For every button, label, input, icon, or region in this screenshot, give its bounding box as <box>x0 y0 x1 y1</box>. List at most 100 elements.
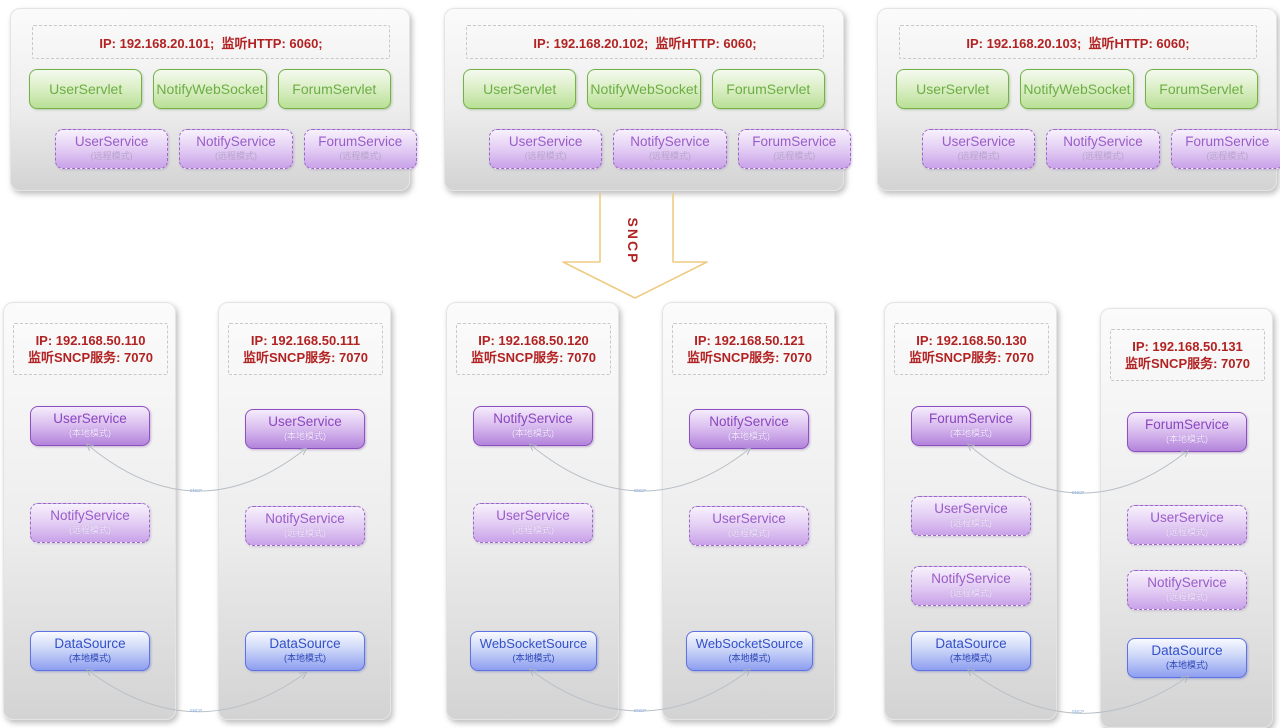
service-mode: (远程模式) <box>950 588 992 598</box>
service-box-userservice-remote: UserService (远程模式) <box>473 503 593 543</box>
http-server-101: IP: 192.168.20.101; 监听HTTP: 6060; UserSe… <box>10 8 417 191</box>
sncp-server-121: IP: 192.168.50.121 监听SNCP服务: 7070 Notify… <box>662 302 835 720</box>
service-name: UserService <box>496 508 570 523</box>
service-name: NotifyService <box>50 508 130 523</box>
service-mode: (本地模式) <box>950 428 992 438</box>
service-box-forumservice-local: ForumService (本地模式) <box>911 406 1031 446</box>
source-mode: (本地模式) <box>950 653 992 663</box>
service-box-notifyservice: NotifyService (远程模式) <box>179 129 293 169</box>
service-name: NotifyService <box>1147 575 1227 590</box>
servlet-label: ForumServlet <box>292 81 377 97</box>
servlet-label: UserServlet <box>49 81 123 97</box>
service-name: NotifyService <box>709 414 789 429</box>
service-box-forumservice: ForumService (远程模式) <box>1170 129 1280 169</box>
source-mode: (本地模式) <box>69 653 111 663</box>
ip-header: IP: 192.168.50.120 监听SNCP服务: 7070 <box>456 323 611 375</box>
servlet-label: UserServlet <box>916 81 990 97</box>
service-box-notifyservice: NotifyService (远程模式) <box>613 129 727 169</box>
servlet-label: ForumServlet <box>1159 81 1244 97</box>
ip-header: IP: 192.168.50.121 监听SNCP服务: 7070 <box>672 323 827 375</box>
service-name: UserService <box>508 134 583 149</box>
servlet-row: UserServlet NotifyWebSocket ForumServlet <box>463 69 825 109</box>
service-mode: (远程模式) <box>512 525 554 535</box>
listen-line: 监听SNCP服务: 7070 <box>909 350 1034 365</box>
service-name: NotifyService <box>931 571 1011 586</box>
connector-label: SNCP <box>190 488 203 493</box>
service-box-userservice-remote: UserService (远程模式) <box>689 506 809 546</box>
service-mode: (本地模式) <box>1166 434 1208 444</box>
service-mode: (本地模式) <box>69 428 111 438</box>
service-box-notifyservice-remote: NotifyService (远程模式) <box>1127 570 1247 610</box>
connector-label: SNCP <box>634 708 647 713</box>
ip-header: IP: 192.168.20.102; 监听HTTP: 6060; <box>466 25 824 59</box>
service-mode: (远程模式) <box>773 151 816 161</box>
service-mode: (远程模式) <box>728 528 770 538</box>
sncp-server-110: IP: 192.168.50.110 监听SNCP服务: 7070 UserSe… <box>3 302 176 720</box>
servlet-box-userservlet: UserServlet <box>896 69 1010 109</box>
service-name: ForumService <box>1144 417 1230 432</box>
http-server-102: IP: 192.168.20.102; 监听HTTP: 6060; UserSe… <box>444 8 851 191</box>
connector-label: SNCP <box>1072 709 1085 714</box>
source-mode: (本地模式) <box>512 653 555 663</box>
service-name: NotifyService <box>196 134 276 149</box>
ip-line: IP: 192.168.50.111 <box>250 333 361 348</box>
listen-line: 监听SNCP服务: 7070 <box>1125 356 1250 371</box>
sncp-server-120: IP: 192.168.50.120 监听SNCP服务: 7070 Notify… <box>446 302 619 720</box>
service-mode: (远程模式) <box>524 151 567 161</box>
service-name: UserService <box>74 134 149 149</box>
service-box-userservice-remote: UserService (远程模式) <box>1127 505 1247 545</box>
service-mode: (远程模式) <box>1166 592 1208 602</box>
ip-header: IP: 192.168.50.131 监听SNCP服务: 7070 <box>1110 329 1265 381</box>
connector-label: SNCP <box>1072 490 1085 495</box>
connector-label: SNCP <box>634 488 647 493</box>
service-mode: (本地模式) <box>728 431 770 441</box>
listen-line: 监听SNCP服务: 7070 <box>243 350 368 365</box>
ip-header: IP: 192.168.50.110 监听SNCP服务: 7070 <box>13 323 168 375</box>
service-name: NotifyService <box>1063 134 1143 149</box>
source-name: WebSocketSource <box>479 636 588 651</box>
service-mode: (远程模式) <box>69 525 111 535</box>
source-box-datasource: DataSource (本地模式) <box>30 631 150 671</box>
service-box-notifyservice-remote: NotifyService (远程模式) <box>911 566 1031 606</box>
servlet-label: UserServlet <box>483 81 557 97</box>
sncp-server-111: IP: 192.168.50.111 监听SNCP服务: 7070 UserSe… <box>218 302 391 720</box>
ip-header-text: IP: 192.168.20.103; 监听HTTP: 6060; <box>966 35 1190 51</box>
listen-line: 监听SNCP服务: 7070 <box>471 350 596 365</box>
service-name: ForumService <box>928 411 1014 426</box>
servlet-box-forumservlet: ForumServlet <box>711 69 825 109</box>
ip-line: IP: 192.168.50.121 <box>694 333 805 348</box>
servlet-row: UserServlet NotifyWebSocket ForumServlet <box>29 69 391 109</box>
service-box-userservice-remote: UserService (远程模式) <box>911 496 1031 536</box>
service-name: ForumService <box>752 134 837 149</box>
connector-label: SNCP <box>190 708 203 713</box>
service-mode: (远程模式) <box>339 151 382 161</box>
ip-line: IP: 192.168.50.131 <box>1132 339 1243 354</box>
service-box-userservice-local: UserService (本地模式) <box>245 409 365 449</box>
servlet-label: ForumServlet <box>726 81 811 97</box>
servlet-box-userservlet: UserServlet <box>463 69 577 109</box>
service-box-notifyservice-local: NotifyService (本地模式) <box>473 406 593 446</box>
service-row: UserService (远程模式) NotifyService (远程模式) … <box>463 129 851 173</box>
servlet-box-notifywebsocket: NotifyWebSocket <box>1020 69 1134 109</box>
servlet-label: NotifyWebSocket <box>590 81 698 97</box>
service-box-userservice: UserService (远程模式) <box>922 129 1036 169</box>
service-box-forumservice-local: ForumService (本地模式) <box>1127 412 1247 452</box>
source-mode: (本地模式) <box>728 653 771 663</box>
service-mode: (本地模式) <box>284 431 326 441</box>
service-name: UserService <box>934 501 1008 516</box>
service-name: NotifyService <box>630 134 710 149</box>
ip-line: IP: 192.168.50.130 <box>916 333 1027 348</box>
service-box-userservice: UserService (远程模式) <box>489 129 603 169</box>
source-mode: (本地模式) <box>284 653 326 663</box>
service-mode: (远程模式) <box>1081 151 1124 161</box>
service-mode: (远程模式) <box>1206 151 1249 161</box>
service-mode: (远程模式) <box>957 151 1000 161</box>
service-box-notifyservice-remote: NotifyService (远程模式) <box>30 503 150 543</box>
ip-header-text: IP: 192.168.20.102; 监听HTTP: 6060; <box>533 35 757 51</box>
source-box-websocketsource: WebSocketSource (本地模式) <box>686 631 813 671</box>
service-mode: (远程模式) <box>284 528 326 538</box>
servlet-row: UserServlet NotifyWebSocket ForumServlet <box>896 69 1258 109</box>
ip-line: IP: 192.168.50.120 <box>478 333 589 348</box>
servlet-label: NotifyWebSocket <box>1023 81 1131 97</box>
